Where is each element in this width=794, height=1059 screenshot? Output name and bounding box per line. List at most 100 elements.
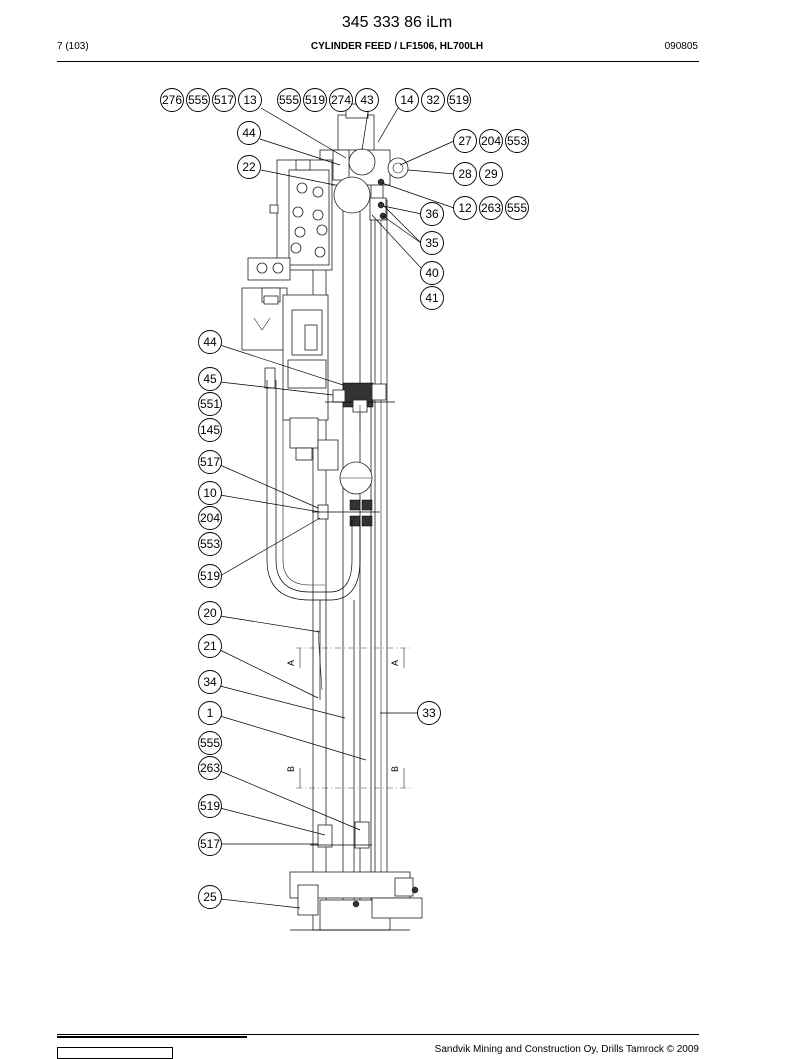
- svg-text:263: 263: [200, 761, 220, 775]
- svg-text:519: 519: [449, 93, 469, 107]
- callout-553: 553: [198, 532, 222, 556]
- svg-text:555: 555: [507, 201, 527, 215]
- page-title: CYLINDER FEED / LF1506, HL700LH: [310, 41, 484, 52]
- callout-40: 40: [420, 261, 444, 285]
- svg-text:555: 555: [279, 93, 299, 107]
- document-number: 345 333 86 iLm: [341, 14, 453, 31]
- callout-28: 28: [453, 162, 477, 186]
- callout-36: 36: [420, 202, 444, 226]
- svg-text:10: 10: [203, 486, 217, 500]
- svg-text:14: 14: [400, 93, 414, 107]
- svg-text:33: 33: [422, 706, 436, 720]
- svg-text:1: 1: [207, 706, 214, 720]
- svg-text:145: 145: [200, 423, 220, 437]
- callout-12: 12: [453, 196, 477, 220]
- callout-13: 13: [238, 88, 262, 112]
- callout-32: 32: [421, 88, 445, 112]
- callout-276: 276: [160, 88, 184, 112]
- callout-519: 519: [303, 88, 327, 112]
- callout-555: 555: [505, 196, 529, 220]
- svg-text:40: 40: [425, 266, 439, 280]
- callout-519: 519: [198, 794, 222, 818]
- date-code: 090805: [664, 41, 698, 52]
- company-logo: [57, 1047, 173, 1059]
- svg-text:35: 35: [425, 236, 439, 250]
- svg-text:41: 41: [425, 291, 439, 305]
- callout-45: 45: [198, 367, 222, 391]
- page-number: 7 (103): [57, 41, 89, 52]
- callout-553: 553: [505, 129, 529, 153]
- section-label-b-right: B: [390, 766, 400, 772]
- footer-copyright: Sandvik Mining and Construction Oy, Dril…: [434, 1044, 699, 1055]
- callout-1: 1: [198, 701, 222, 725]
- svg-text:45: 45: [203, 372, 217, 386]
- callout-274: 274: [329, 88, 353, 112]
- callout-43: 43: [355, 88, 379, 112]
- svg-text:263: 263: [481, 201, 501, 215]
- callout-263: 263: [479, 196, 503, 220]
- callout-25: 25: [198, 885, 222, 909]
- callout-29: 29: [479, 162, 503, 186]
- footer-rule-accent: [57, 1036, 247, 1038]
- svg-text:27: 27: [458, 134, 472, 148]
- svg-text:519: 519: [305, 93, 325, 107]
- svg-text:28: 28: [458, 167, 472, 181]
- svg-text:44: 44: [242, 126, 256, 140]
- callout-263: 263: [198, 756, 222, 780]
- svg-text:555: 555: [188, 93, 208, 107]
- callout-519: 519: [447, 88, 471, 112]
- callout-555: 555: [198, 731, 222, 755]
- callouts: 276 555 517 13 555 519 274 43 14 32 519 …: [160, 88, 529, 909]
- svg-text:20: 20: [203, 606, 217, 620]
- svg-text:553: 553: [507, 134, 527, 148]
- svg-text:274: 274: [331, 93, 351, 107]
- section-label-a-right: A: [390, 660, 400, 666]
- callout-555: 555: [186, 88, 210, 112]
- leader-lines: [219, 107, 456, 909]
- svg-text:29: 29: [484, 167, 498, 181]
- callout-33: 33: [417, 701, 441, 725]
- svg-text:517: 517: [200, 837, 220, 851]
- callout-145: 145: [198, 418, 222, 442]
- callout-44: 44: [237, 121, 261, 145]
- callout-35: 35: [420, 231, 444, 255]
- svg-text:519: 519: [200, 569, 220, 583]
- callout-517: 517: [198, 832, 222, 856]
- callout-27: 27: [453, 129, 477, 153]
- svg-text:551: 551: [200, 397, 220, 411]
- svg-text:13: 13: [243, 93, 257, 107]
- section-label-b-left: B: [286, 766, 296, 772]
- callout-517: 517: [212, 88, 236, 112]
- header-rule: [57, 61, 699, 62]
- svg-text:32: 32: [426, 93, 440, 107]
- callout-22: 22: [237, 155, 261, 179]
- svg-text:34: 34: [203, 675, 217, 689]
- svg-text:204: 204: [481, 134, 501, 148]
- svg-text:22: 22: [242, 160, 256, 174]
- callout-517: 517: [198, 450, 222, 474]
- callout-20: 20: [198, 601, 222, 625]
- section-label-a-left: A: [286, 660, 296, 666]
- callout-10: 10: [198, 481, 222, 505]
- svg-text:25: 25: [203, 890, 217, 904]
- svg-text:553: 553: [200, 537, 220, 551]
- callout-44: 44: [198, 330, 222, 354]
- callout-41: 41: [420, 286, 444, 310]
- callout-204: 204: [198, 506, 222, 530]
- svg-text:43: 43: [360, 93, 374, 107]
- callout-551: 551: [198, 392, 222, 416]
- svg-text:519: 519: [200, 799, 220, 813]
- callout-14: 14: [395, 88, 419, 112]
- callout-204: 204: [479, 129, 503, 153]
- footer-rule: [57, 1034, 699, 1035]
- svg-text:36: 36: [425, 207, 439, 221]
- svg-text:555: 555: [200, 736, 220, 750]
- callout-555: 555: [277, 88, 301, 112]
- svg-text:276: 276: [162, 93, 182, 107]
- callout-21: 21: [198, 634, 222, 658]
- svg-text:204: 204: [200, 511, 220, 525]
- callout-519: 519: [198, 564, 222, 588]
- svg-text:44: 44: [203, 335, 217, 349]
- svg-text:21: 21: [203, 639, 217, 653]
